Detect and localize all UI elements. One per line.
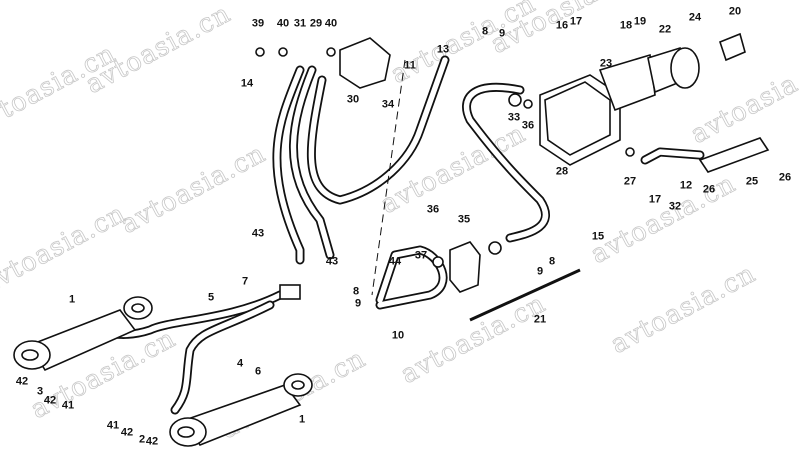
- part-label-8: 8: [352, 285, 360, 298]
- part-label-26: 26: [778, 171, 792, 184]
- part-label-5: 5: [207, 291, 215, 304]
- part-label-39: 39: [251, 17, 265, 30]
- part-label-32: 32: [668, 200, 682, 213]
- part-label-17: 17: [648, 193, 662, 206]
- part-label-40: 40: [276, 17, 290, 30]
- part-label-42: 42: [145, 435, 159, 448]
- part-label-21: 21: [533, 313, 547, 326]
- part-label-14: 14: [240, 77, 254, 90]
- part-label-8: 8: [548, 255, 556, 268]
- part-label-6: 6: [254, 365, 262, 378]
- part-label-23: 23: [599, 57, 613, 70]
- part-label-7: 7: [241, 275, 249, 288]
- part-label-17: 17: [569, 15, 583, 28]
- part-label-1: 1: [68, 293, 76, 306]
- part-label-8: 8: [481, 25, 489, 38]
- steering-cylinder-left: [13, 296, 153, 372]
- part-label-26: 26: [702, 183, 716, 196]
- part-label-1: 1: [298, 413, 306, 426]
- part-label-36: 36: [521, 119, 535, 132]
- part-label-30: 30: [346, 93, 360, 106]
- part-label-40: 40: [324, 17, 338, 30]
- part-label-37: 37: [414, 249, 428, 262]
- part-label-44: 44: [388, 255, 402, 268]
- part-label-41: 41: [106, 419, 120, 432]
- part-label-25: 25: [745, 175, 759, 188]
- part-label-2: 2: [138, 433, 146, 446]
- part-label-3: 3: [36, 385, 44, 398]
- part-label-20: 20: [728, 5, 742, 18]
- part-label-9: 9: [536, 265, 544, 278]
- part-label-35: 35: [457, 213, 471, 226]
- steering-cylinder-right: [169, 373, 313, 447]
- part-label-24: 24: [688, 11, 702, 24]
- part-label-11: 11: [404, 59, 416, 72]
- part-label-31: 31: [293, 17, 307, 30]
- part-label-42: 42: [120, 426, 134, 439]
- part-label-10: 10: [391, 329, 405, 342]
- part-label-22: 22: [658, 23, 672, 36]
- part-label-34: 34: [381, 98, 395, 111]
- part-label-9: 9: [354, 297, 362, 310]
- part-label-36: 36: [426, 203, 440, 216]
- hose-lines: [80, 55, 705, 415]
- part-label-43: 43: [251, 227, 265, 240]
- part-label-13: 13: [436, 43, 450, 56]
- part-label-18: 18: [619, 19, 633, 32]
- valve-block: [255, 37, 635, 300]
- part-label-16: 16: [555, 19, 569, 32]
- part-label-9: 9: [498, 27, 506, 40]
- part-label-41: 41: [61, 399, 75, 412]
- part-label-42: 42: [43, 394, 57, 407]
- part-label-28: 28: [555, 165, 569, 178]
- part-label-4: 4: [236, 357, 244, 370]
- part-label-29: 29: [309, 17, 323, 30]
- hydraulic-pump: [539, 32, 770, 173]
- part-label-33: 33: [507, 111, 521, 124]
- part-label-42: 42: [15, 375, 29, 388]
- part-label-27: 27: [623, 175, 637, 188]
- part-label-43: 43: [325, 255, 339, 268]
- part-label-12: 12: [679, 179, 693, 192]
- part-label-19: 19: [633, 15, 647, 28]
- part-label-15: 15: [591, 230, 605, 243]
